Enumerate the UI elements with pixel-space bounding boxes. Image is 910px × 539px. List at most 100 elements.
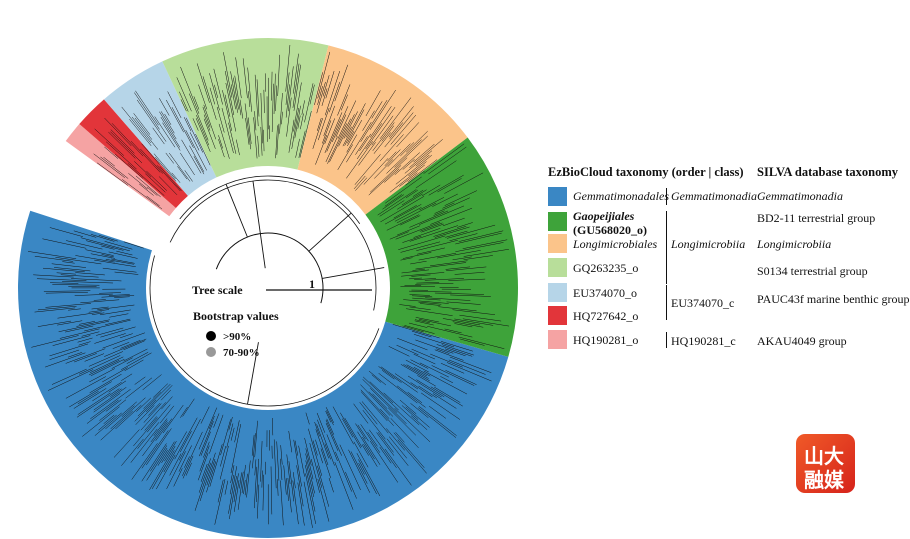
leaf-branch bbox=[88, 351, 124, 367]
leaf-branch bbox=[171, 107, 194, 148]
leaf-branch bbox=[396, 385, 426, 408]
backbone-branch bbox=[308, 212, 352, 252]
label-eu374070-o: EU374070_o bbox=[573, 286, 637, 300]
leaf-branch bbox=[233, 77, 239, 110]
leaf-branch bbox=[388, 346, 410, 357]
leaf-branch bbox=[400, 241, 441, 253]
leaf-branch bbox=[410, 260, 427, 265]
leaf-branch bbox=[446, 362, 492, 382]
leaf-branch bbox=[80, 237, 130, 252]
leaf-branch bbox=[419, 197, 445, 211]
leaf-branch bbox=[401, 189, 427, 206]
leaf-branch bbox=[413, 367, 431, 377]
bootstrap-mid-dot bbox=[206, 347, 216, 357]
leaf-branch bbox=[134, 92, 160, 130]
leaf-branch bbox=[49, 349, 80, 360]
leaf-branch bbox=[379, 97, 412, 139]
leaf-branch bbox=[339, 444, 361, 491]
leaf-branch bbox=[174, 417, 198, 460]
leaf-branch bbox=[162, 122, 181, 151]
leaf-branch bbox=[98, 235, 118, 242]
leaf-branch bbox=[171, 172, 181, 183]
leaf-branch bbox=[455, 242, 504, 252]
leaf-branch bbox=[288, 119, 295, 153]
leaf-branch bbox=[90, 234, 115, 242]
leaf-branch bbox=[355, 423, 366, 440]
leaf-branch bbox=[101, 245, 115, 250]
leaf-branch bbox=[273, 73, 276, 115]
label-s0134: S0134 terrestrial group bbox=[757, 264, 868, 278]
leaf-branch bbox=[342, 418, 354, 438]
leaf-branch bbox=[316, 412, 326, 433]
leaf-branch bbox=[396, 225, 421, 236]
leaf-branch bbox=[158, 176, 178, 196]
leaf-branch bbox=[280, 480, 284, 526]
leaf-branch bbox=[325, 411, 332, 423]
leaf-branch bbox=[389, 231, 409, 240]
leaf-branch bbox=[239, 99, 244, 119]
leaf-branch bbox=[137, 383, 171, 417]
leaf-branch bbox=[394, 152, 420, 175]
leaf-branch bbox=[90, 253, 116, 259]
label-longimicrobiia-silva: Longimicrobiia bbox=[757, 237, 832, 251]
leaf-branch bbox=[138, 183, 154, 196]
leaf-branch bbox=[411, 348, 436, 360]
label-gq263235: GQ263235_o bbox=[573, 261, 639, 275]
leaf-branch bbox=[293, 82, 302, 132]
leaf-branch bbox=[387, 143, 411, 167]
leaf-branch bbox=[396, 202, 437, 224]
leaf-branch bbox=[78, 341, 91, 346]
leaf-branch bbox=[166, 99, 184, 133]
leaf-branch bbox=[108, 251, 138, 259]
leaf-branch bbox=[208, 415, 215, 430]
leaf-branch bbox=[123, 348, 148, 362]
leaf-branch bbox=[325, 136, 338, 163]
leaf-branch bbox=[179, 91, 189, 112]
leaf-branch bbox=[281, 111, 283, 125]
leaf-branch bbox=[430, 260, 468, 267]
leaf-branch bbox=[198, 84, 208, 110]
leaf-branch bbox=[420, 392, 461, 420]
leaf-branch bbox=[233, 473, 239, 502]
tree-scale: Tree scale 1 bbox=[192, 277, 372, 297]
leaf-branch bbox=[410, 359, 429, 369]
leaf-branch bbox=[120, 339, 141, 349]
leaf-branch bbox=[407, 375, 442, 398]
leaf-branch bbox=[370, 106, 392, 138]
leaf-branch bbox=[80, 299, 120, 304]
leaf-branch bbox=[55, 257, 102, 265]
leaf-branch bbox=[144, 416, 157, 431]
leaf-branch bbox=[202, 106, 211, 128]
leaf-branch bbox=[182, 455, 194, 479]
leaf-branch bbox=[65, 348, 106, 364]
leaf-branch bbox=[446, 266, 487, 272]
leaf-branch bbox=[159, 111, 177, 140]
leaf-branch bbox=[392, 324, 440, 339]
leaf-branch bbox=[142, 422, 168, 457]
leaf-branch bbox=[229, 474, 234, 495]
backbone-branch bbox=[225, 183, 248, 238]
leaf-branch bbox=[384, 149, 401, 167]
leaf-branch bbox=[353, 441, 369, 468]
leaf-branch bbox=[254, 459, 257, 476]
leaf-branch bbox=[146, 404, 171, 433]
leaf-branch bbox=[126, 351, 149, 364]
leaf-branch bbox=[184, 170, 193, 182]
leaf-branch bbox=[254, 420, 258, 458]
leaf-branch bbox=[348, 449, 371, 493]
label-gemmatimonadia-silva: Gemmatimonadia bbox=[757, 189, 843, 203]
leaf-branch bbox=[457, 222, 473, 228]
leaf-branch bbox=[105, 141, 137, 170]
leaf-branch bbox=[411, 330, 432, 338]
leaf-branch bbox=[103, 156, 115, 167]
leaf-branch bbox=[277, 479, 279, 496]
leaf-branch bbox=[379, 134, 404, 162]
leaf-branch bbox=[401, 272, 445, 277]
leaf-branch bbox=[343, 111, 358, 139]
leaf-branch bbox=[254, 74, 259, 127]
leaf-branch bbox=[384, 194, 402, 207]
leaf-branch bbox=[42, 267, 85, 273]
leaf-branch bbox=[273, 439, 277, 489]
leaf-branch bbox=[437, 178, 462, 193]
leaf-branch bbox=[454, 272, 485, 275]
